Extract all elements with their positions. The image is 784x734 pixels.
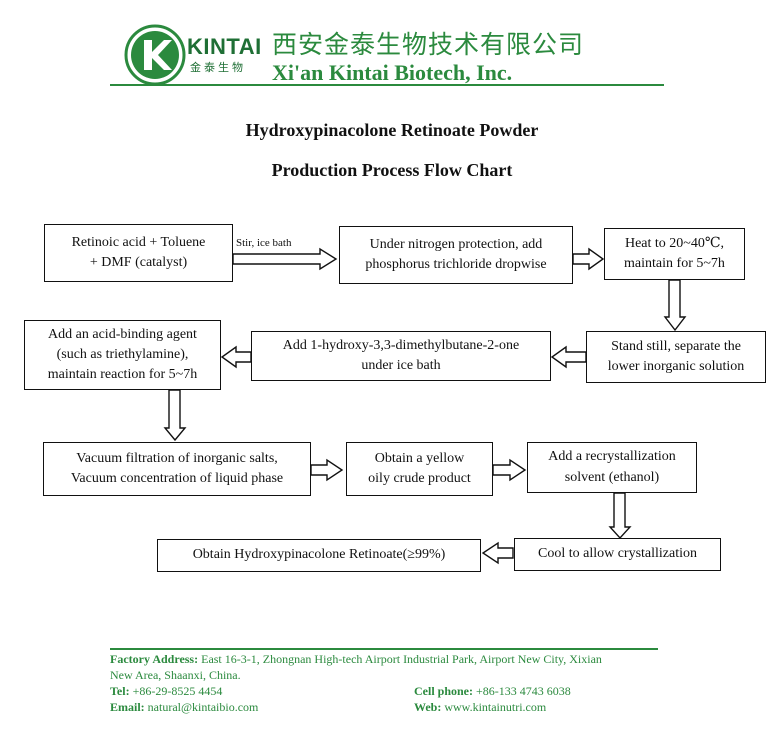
step-10-box: Cool to allow crystallization xyxy=(514,538,721,571)
arrow-9-10 xyxy=(608,492,632,540)
factory-address-text: East 16-3-1, Zhongnan High-tech Airport … xyxy=(201,652,602,666)
factory-address-label: Factory Address: xyxy=(110,652,199,666)
email-line: Email: natural@kintaibio.com xyxy=(110,700,258,715)
tel-value: +86-29-8525 4454 xyxy=(132,684,223,698)
arrow-2-3 xyxy=(572,247,605,271)
step-7-text: Vacuum filtration of inorganic salts, Va… xyxy=(70,450,284,486)
company-name-en: Xi'an Kintai Biotech, Inc. xyxy=(272,60,513,85)
arrow-4-5 xyxy=(550,345,587,369)
step-2-box: Under nitrogen protection, add phosphoru… xyxy=(339,226,573,284)
arrow-8-9 xyxy=(492,458,527,482)
email-value[interactable]: natural@kintaibio.com xyxy=(147,700,259,714)
cell-label: Cell phone: xyxy=(414,684,474,698)
step-9-text: Add a recrystallization solvent (ethanol… xyxy=(548,449,676,485)
cell-line: Cell phone: +86-133 4743 6038 xyxy=(414,684,571,699)
step-5-text: Add 1-hydroxy-3,3-dimethylbutane-2-one u… xyxy=(282,337,520,373)
web-value[interactable]: www.kintainutri.com xyxy=(444,700,547,714)
step-1-box: Retinoic acid + Toluene + DMF (catalyst) xyxy=(44,224,233,282)
arrow-7-8 xyxy=(310,458,344,482)
edge-label-stir: Stir, ice bath xyxy=(236,237,292,249)
arrow-3-4 xyxy=(663,279,687,332)
step-4-text: Stand still, separate the lower inorgani… xyxy=(607,338,745,374)
step-10-text: Cool to allow crystallization xyxy=(537,546,698,562)
factory-address-line2: New Area, Shaanxi, China. xyxy=(110,668,241,682)
step-3-text: Heat to 20~40℃, maintain for 5~7h xyxy=(624,235,725,271)
web-label: Web: xyxy=(414,700,442,714)
step-8-box: Obtain a yellow oily crude product xyxy=(346,442,493,496)
document-title: Hydroxypinacolone Retinoate Powder xyxy=(245,120,539,140)
tel-label: Tel: xyxy=(110,684,130,698)
step-11-text: Obtain Hydroxypinacolone Retinoate(≥99%) xyxy=(192,547,446,563)
cell-value: +86-133 4743 6038 xyxy=(476,684,571,698)
step-1-text: Retinoic acid + Toluene + DMF (catalyst) xyxy=(71,234,206,270)
logo-brand-text: KINTAI xyxy=(187,34,262,59)
email-label: Email: xyxy=(110,700,145,714)
footer-divider xyxy=(110,648,658,650)
step-6-text: Add an acid-binding agent (such as triet… xyxy=(47,326,198,383)
company-name-cn: 西安金泰生物技术有限公司 xyxy=(272,30,585,59)
step-2-text: Under nitrogen protection, add phosphoru… xyxy=(365,236,547,272)
tel-line: Tel: +86-29-8525 4454 xyxy=(110,684,222,699)
step-5-box: Add 1-hydroxy-3,3-dimethylbutane-2-one u… xyxy=(251,331,551,381)
step-9-box: Add a recrystallization solvent (ethanol… xyxy=(527,442,697,493)
web-line: Web: www.kintainutri.com xyxy=(414,700,546,715)
step-6-box: Add an acid-binding agent (such as triet… xyxy=(24,320,221,390)
step-7-box: Vacuum filtration of inorganic salts, Va… xyxy=(43,442,311,496)
step-11-box: Obtain Hydroxypinacolone Retinoate(≥99%) xyxy=(157,539,481,572)
header-divider xyxy=(110,84,664,86)
factory-address-line1: Factory Address: East 16-3-1, Zhongnan H… xyxy=(110,652,602,667)
arrow-10-11 xyxy=(481,541,514,565)
arrow-1-2 xyxy=(232,247,338,271)
arrow-6-7 xyxy=(163,389,187,442)
step-8-text: Obtain a yellow oily crude product xyxy=(368,450,471,486)
step-4-box: Stand still, separate the lower inorgani… xyxy=(586,331,766,383)
kintai-logo-icon xyxy=(124,24,186,86)
step-3-box: Heat to 20~40℃, maintain for 5~7h xyxy=(604,228,745,280)
arrow-5-6 xyxy=(220,345,252,369)
document-subtitle: Production Process Flow Chart xyxy=(271,160,513,180)
logo-brand-cn: 金泰生物 xyxy=(190,61,246,74)
